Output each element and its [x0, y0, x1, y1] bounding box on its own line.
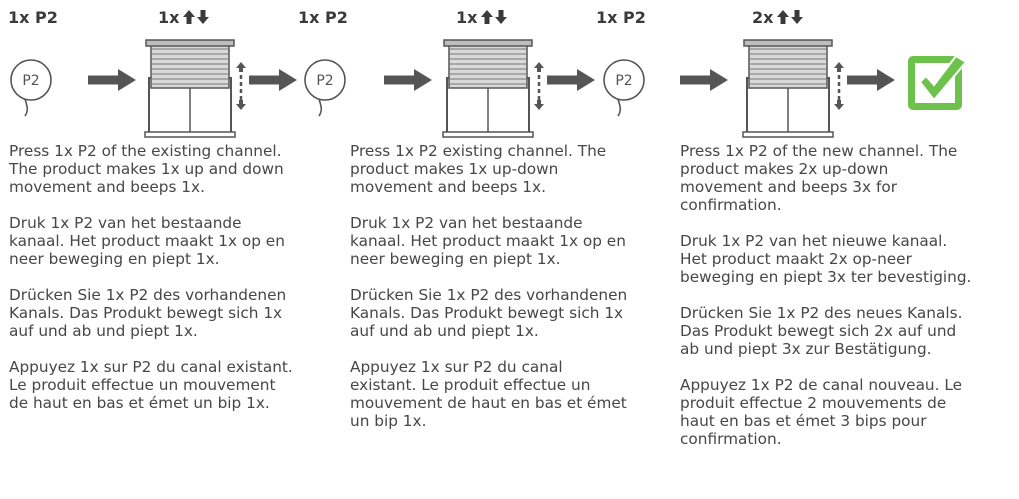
step1-de-2: Kanals. Das Produkt bewegt sich 1x [9, 304, 283, 322]
step1-nl-3: neer beweging en piept 1x. [9, 250, 220, 268]
step3-en-4: confirmation. [680, 196, 782, 214]
step2-text: Press 1x P2 existing channel. The produc… [350, 142, 627, 430]
arrow-right-icon [249, 69, 297, 91]
step3-fr-3: haut en bas et émet 3 bips pour [680, 412, 927, 430]
step3-nl-2: Het product maakt 2x op-neer [680, 250, 912, 268]
remote-p2-icon: P2 [603, 59, 645, 117]
step1-fr-1: Appuyez 1x sur P2 du canal existant. [9, 358, 293, 376]
arrow-right-icon [547, 69, 595, 91]
arrow-right-icon [847, 69, 895, 91]
step3-text: Press 1x P2 of the new channel. The prod… [680, 142, 971, 448]
step1-nl-1: Druk 1x P2 van het bestaande [9, 214, 242, 232]
step2-de-1: Drücken Sie 1x P2 des vorhandenen [350, 286, 628, 304]
step2-label: 1x [158, 8, 212, 27]
step1-fr-2: Le produit effectue un mouvement [9, 376, 276, 394]
step3-fr-1: Appuyez 1x P2 de canal nouveau. Le [680, 376, 963, 394]
blind-window-icon [143, 38, 248, 139]
step1-text: Press 1x P2 of the existing channel. The… [9, 142, 293, 412]
step2-label-text: 1x [158, 8, 180, 27]
step3-en-2: product makes 2x up-down [680, 160, 889, 178]
step2-fr-2: existant. Le produit effectue un [350, 376, 591, 394]
step3-de-1: Drücken Sie 1x P2 des neues Kanals. [680, 304, 963, 322]
blind-window-icon [441, 38, 546, 139]
step5-label: 1x P2 [596, 8, 646, 27]
step1-en-3: movement and beeps 1x. [9, 178, 205, 196]
step2-nl-2: kanaal. Het product maakt 1x op en [350, 232, 626, 250]
step1-en-2: The product makes 1x up and down [9, 160, 284, 178]
step1-fr-3: de haut en bas et émet un bip 1x. [9, 394, 270, 412]
step1-label: 1x P2 [8, 8, 58, 27]
step2-en-3: movement and beeps 1x. [350, 178, 546, 196]
step1-en-1: Press 1x P2 of the existing channel. [9, 142, 282, 160]
step2-nl-1: Druk 1x P2 van het bestaande [350, 214, 583, 232]
step3-en-3: movement and beeps 3x for [680, 178, 897, 196]
arrow-right-icon [384, 69, 432, 91]
up-down-arrows-icon [777, 10, 804, 24]
step4-label: 1x [456, 8, 510, 27]
step3-nl-3: beweging en piept 3x ter bevestiging. [680, 268, 972, 286]
step3-de-2: Das Produkt bewegt sich 2x auf und [680, 322, 957, 340]
step1-de-1: Drücken Sie 1x P2 des vorhandenen [9, 286, 287, 304]
step3-label: 1x P2 [298, 8, 348, 27]
step6-label: 2x [752, 8, 806, 27]
checkmark-icon [908, 54, 968, 110]
remote-label: P2 [316, 73, 333, 89]
step2-en-1: Press 1x P2 existing channel. The [350, 142, 607, 160]
step2-fr-3: mouvement de haut en bas et émet [350, 394, 627, 412]
arrow-right-icon [680, 69, 728, 91]
up-down-arrows-icon [183, 10, 210, 24]
step1-de-3: auf und ab und piept 1x. [9, 322, 198, 340]
remote-p2-icon: P2 [304, 59, 346, 117]
step3-fr-2: produit effectue 2 mouvements de [680, 394, 947, 412]
step2-en-2: product makes 1x up-down [350, 160, 559, 178]
step6-label-text: 2x [752, 8, 774, 27]
step1-nl-2: kanaal. Het product maakt 1x op en [9, 232, 285, 250]
diagram-row: P2 P2 P2 [10, 38, 968, 139]
up-down-arrows-icon [481, 10, 508, 24]
remote-label: P2 [615, 73, 632, 89]
step2-fr-4: un bip 1x. [350, 412, 427, 430]
step3-nl-1: Druk 1x P2 van het nieuwe kanaal. [680, 232, 948, 250]
step3-en-1: Press 1x P2 of the new channel. The [680, 142, 958, 160]
step2-de-2: Kanals. Das Produkt bewegt sich 1x [350, 304, 624, 322]
step4-label-text: 1x [456, 8, 478, 27]
step3-de-3: ab und piept 3x zur Bestätigung. [680, 340, 932, 358]
remote-p2-icon: P2 [10, 59, 52, 117]
remote-label: P2 [22, 73, 39, 89]
step2-nl-3: neer beweging en piept 1x. [350, 250, 561, 268]
step2-de-3: auf und ab und piept 1x. [350, 322, 539, 340]
step2-fr-1: Appuyez 1x sur P2 du canal [350, 358, 563, 376]
arrow-right-icon [88, 69, 136, 91]
blind-window-icon [741, 38, 846, 139]
step3-fr-4: confirmation. [680, 430, 782, 448]
